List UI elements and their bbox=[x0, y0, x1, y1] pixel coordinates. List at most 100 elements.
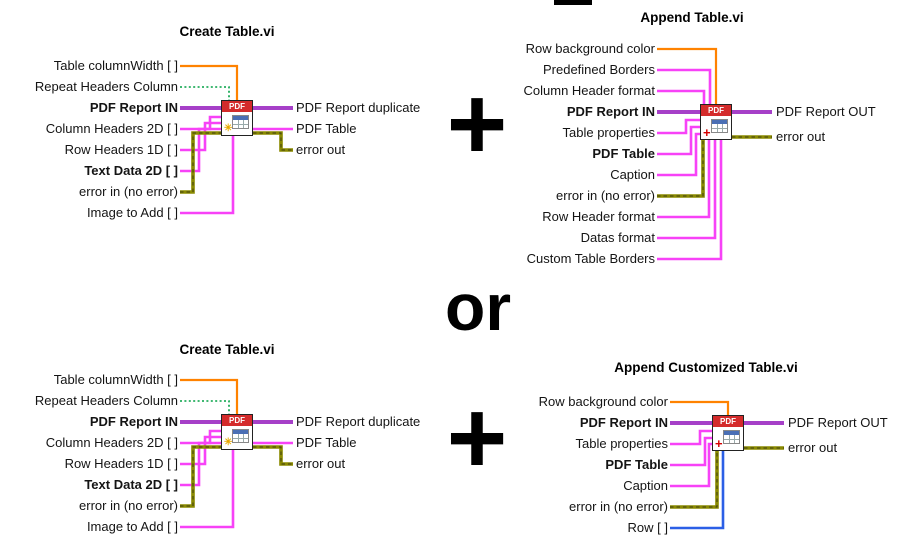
wire-text-data-2d bbox=[180, 127, 221, 173]
label-datas-format: Datas format bbox=[580, 230, 655, 245]
wire-row-header-format bbox=[657, 140, 711, 219]
label-predefined-borders: Predefined Borders bbox=[542, 62, 655, 77]
wire-pdf-table-in bbox=[657, 125, 700, 156]
wire-error-in-dash bbox=[180, 132, 221, 193]
wire-caption bbox=[670, 442, 712, 488]
label-table-columnwidth: Table columnWidth [ ] bbox=[53, 372, 178, 387]
wire-caption bbox=[657, 132, 700, 177]
vi-title: Append Table.vi bbox=[640, 10, 744, 25]
create-table-top-wires bbox=[180, 64, 293, 215]
vi-title: Create Table.vi bbox=[179, 342, 275, 357]
wire-error-in-dash bbox=[670, 451, 718, 508]
label-column-header-format: Column Header format bbox=[523, 83, 656, 98]
label-column-headers-2d: Column Headers 2D [ ] bbox=[45, 435, 178, 450]
label-row-background-color: Row background color bbox=[538, 394, 668, 409]
wire-error-out bbox=[253, 445, 293, 466]
label-error-out: error out bbox=[296, 456, 346, 471]
label-error-in: error in (no error) bbox=[79, 498, 178, 513]
label-pdf-report-in: PDF Report IN bbox=[566, 104, 655, 119]
label-custom-table-borders: Custom Table Borders bbox=[526, 251, 655, 266]
table-grid-icon bbox=[232, 429, 249, 443]
label-text-data-2d: Text Data 2D [ ] bbox=[84, 477, 178, 492]
plus-symbol-bottom: + bbox=[446, 380, 508, 496]
append-customized-table-wires bbox=[670, 400, 784, 530]
wire-custom-table-borders bbox=[657, 140, 723, 261]
wire-row-background-color bbox=[670, 400, 730, 415]
wire-error-in bbox=[180, 445, 221, 508]
append-plus-icon: + bbox=[715, 436, 723, 451]
label-error-in: error in (no error) bbox=[79, 184, 178, 199]
label-error-in: error in (no error) bbox=[569, 499, 668, 514]
label-pdf-table-out: PDF Table bbox=[296, 121, 357, 136]
create-table-vi-icon: PDF ✳ bbox=[221, 100, 253, 136]
wire-row-headers-1d bbox=[180, 121, 221, 152]
wire-error-out-dash bbox=[253, 132, 293, 151]
pdf-banner: PDF bbox=[713, 416, 743, 427]
wire-image-to-add bbox=[180, 450, 235, 529]
label-pdf-report-duplicate: PDF Report duplicate bbox=[296, 100, 421, 115]
label-row-headers-1d: Row Headers 1D [ ] bbox=[64, 456, 178, 471]
label-pdf-report-in: PDF Report IN bbox=[89, 414, 178, 429]
wire-row-headers-1d bbox=[180, 435, 221, 466]
new-sparkle-icon: ✳ bbox=[224, 437, 233, 448]
wire-error-out bbox=[253, 131, 293, 152]
table-grid-icon bbox=[232, 115, 249, 129]
wire-row-background-color bbox=[657, 47, 718, 104]
label-caption: Caption bbox=[610, 167, 655, 182]
label-pdf-report-out: PDF Report OUT bbox=[776, 104, 876, 119]
label-image-to-add: Image to Add [ ] bbox=[86, 205, 178, 220]
wire-predefined-borders bbox=[657, 68, 712, 104]
wire-table-columnwidth bbox=[180, 378, 239, 414]
append-table-wires bbox=[657, 47, 772, 261]
table-grid-icon bbox=[723, 430, 740, 444]
label-table-properties: Table properties bbox=[562, 125, 656, 140]
label-pdf-report-in: PDF Report IN bbox=[579, 415, 668, 430]
wire-row-array bbox=[670, 451, 725, 530]
label-column-headers-2d: Column Headers 2D [ ] bbox=[45, 121, 178, 136]
label-table-columnwidth: Table columnWidth [ ] bbox=[53, 58, 178, 73]
create-table-bottom-wires bbox=[180, 378, 293, 529]
append-plus-icon: + bbox=[703, 125, 711, 140]
label-row-array: Row [ ] bbox=[627, 520, 668, 535]
vi-title: Append Customized Table.vi bbox=[614, 360, 798, 375]
label-table-properties: Table properties bbox=[575, 436, 669, 451]
label-caption: Caption bbox=[623, 478, 668, 493]
wire-pdf-table-in bbox=[670, 436, 712, 467]
wire-error-in bbox=[180, 131, 221, 194]
cropped-text-artifact bbox=[554, 0, 592, 5]
label-pdf-table-in: PDF Table bbox=[605, 457, 668, 472]
wire-repeat-headers-column bbox=[180, 86, 230, 100]
plus-symbol-top: + bbox=[446, 66, 508, 182]
label-error-out: error out bbox=[788, 440, 838, 455]
label-error-in: error in (no error) bbox=[556, 188, 655, 203]
label-image-to-add: Image to Add [ ] bbox=[86, 519, 178, 534]
label-error-out: error out bbox=[776, 129, 826, 144]
wire-table-columnwidth bbox=[180, 64, 239, 100]
create-table-vi-icon: PDF ✳ bbox=[221, 414, 253, 450]
label-repeat-headers-column: Repeat Headers Column bbox=[34, 79, 178, 94]
label-error-out: error out bbox=[296, 142, 346, 157]
wire-repeat-headers-column bbox=[180, 400, 230, 414]
wire-error-in-dash bbox=[657, 140, 704, 197]
pdf-banner: PDF bbox=[222, 415, 252, 426]
label-row-headers-1d: Row Headers 1D [ ] bbox=[64, 142, 178, 157]
label-row-background-color: Row background color bbox=[525, 41, 655, 56]
label-pdf-report-in: PDF Report IN bbox=[89, 100, 178, 115]
new-sparkle-icon: ✳ bbox=[224, 123, 233, 134]
vi-title: Create Table.vi bbox=[179, 24, 275, 39]
label-text-data-2d: Text Data 2D [ ] bbox=[84, 163, 178, 178]
label-pdf-report-duplicate: PDF Report duplicate bbox=[296, 414, 421, 429]
pdf-banner: PDF bbox=[222, 101, 252, 112]
label-repeat-headers-column: Repeat Headers Column bbox=[34, 393, 178, 408]
wire-error-out-dash bbox=[253, 446, 293, 465]
pdf-banner: PDF bbox=[701, 105, 731, 116]
label-row-header-format: Row Header format bbox=[542, 209, 655, 224]
wire-datas-format bbox=[657, 140, 717, 240]
append-customized-table-vi-icon: PDF + bbox=[712, 415, 744, 451]
label-pdf-report-out: PDF Report OUT bbox=[788, 415, 888, 430]
label-pdf-table-out: PDF Table bbox=[296, 435, 357, 450]
wire-error-in-dash bbox=[180, 446, 221, 507]
wire-table-properties bbox=[657, 118, 700, 135]
